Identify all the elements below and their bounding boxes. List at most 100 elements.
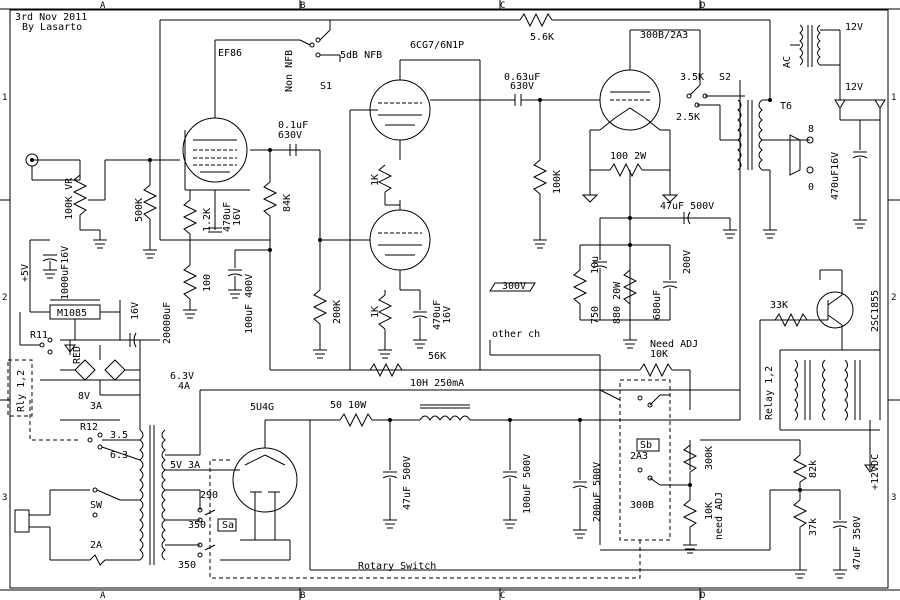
r-82k-label: 82k: [808, 460, 819, 478]
r-10k-adj-label: 10K: [704, 502, 715, 520]
c-coupling1-v-label: 630V: [278, 130, 302, 141]
r-1k-b-label: 1K: [370, 306, 381, 318]
c-47uf-500-label: 47uF 500V: [660, 201, 714, 212]
speaker-8-label: 8: [808, 124, 814, 135]
fuse-3a-label: 3A: [90, 401, 102, 412]
grid-right-3: 3: [891, 493, 896, 503]
v12-bottom-label: 12V: [845, 82, 863, 93]
led-label: RED: [72, 346, 83, 364]
r-880-label: 880 20W: [612, 281, 623, 324]
r11-label: R11: [30, 330, 48, 341]
rly12-label: Rly 1,2: [16, 370, 27, 412]
r-50-10w-label: 50 10W: [330, 400, 367, 411]
dc-300v-label: 300V: [502, 281, 526, 292]
grid-bottom-b: B: [300, 591, 305, 600]
grid-bottom-d: D: [700, 591, 705, 600]
need-adj2-label: need ADJ: [714, 492, 725, 540]
sw-label: SW: [90, 500, 103, 511]
s1-label: S1: [320, 81, 332, 92]
sb-300b-label: 300B: [630, 500, 654, 511]
plus5v-label: +5V: [20, 264, 31, 282]
grid-top-b: B: [300, 1, 305, 11]
tap-290-label: 290: [200, 490, 218, 501]
r-100-label: 100: [202, 274, 213, 292]
grid-right-1: 1: [891, 93, 896, 103]
c-100uf-400-label: 100uF 400V: [244, 274, 255, 334]
v6-3a-label: 6.3: [110, 450, 128, 461]
r-100-2w-label: 100 2W: [610, 151, 647, 162]
output-transformer-label: T6: [780, 101, 792, 112]
fuse-2a-label: 2A: [90, 540, 102, 551]
fuse-8v-label: 8V: [78, 391, 90, 402]
dc-300v-tag: [489, 282, 536, 292]
c-coupling2-label: 0.63uF: [504, 72, 540, 83]
header-author: By Lasarto: [22, 22, 82, 33]
other-channel-label: other ch: [492, 329, 540, 340]
tap-2-5k-label: 2.5K: [676, 112, 700, 123]
grid-top-a: A: [100, 1, 106, 11]
c-47uf-500b-label: 47uF 500V: [402, 456, 413, 510]
r-200k-label: 200K: [332, 300, 343, 324]
v12-top-label: 12V: [845, 22, 863, 33]
r-33k-label: 33K: [770, 300, 788, 311]
c-200uf-500-label: 200uF 500V: [592, 462, 603, 522]
sb-2a3-label: 2A3: [630, 451, 648, 462]
grid-top-d: D: [700, 1, 705, 11]
grid-top-c: C: [500, 1, 505, 11]
r-100k-grid-label: 100K: [552, 170, 563, 194]
sb-box: [636, 438, 660, 452]
c-coupling2-v-label: 630V: [510, 81, 534, 92]
r-1k2-label: 1.2K: [202, 208, 213, 232]
c-12v-label: 470uF16V: [830, 152, 841, 200]
rotary-switch-label: Rotary Switch: [358, 561, 436, 572]
r-10k-label: 10K: [650, 349, 668, 360]
tap-3-5k-label: 3.5K: [680, 72, 704, 83]
tube-300b-label: 300B/2A3: [640, 30, 688, 41]
c-470uf-a-label: 470uF: [222, 202, 233, 232]
c-47uf-350-label: 47uF 350V: [852, 516, 863, 570]
r12-label: R12: [80, 422, 98, 433]
v16-label: 16V: [130, 302, 141, 320]
c-470uf-b-v-label: 16V: [442, 306, 453, 324]
c-1000uf-label: 1000uF16V: [60, 246, 71, 300]
r-300k-label: 300K: [704, 446, 715, 470]
v3-5-label: 3.5: [110, 430, 128, 441]
header-date: 3rd Nov 2011: [15, 12, 87, 23]
grid-bottom-a: A: [100, 591, 106, 600]
dashed-links: [7, 359, 671, 579]
v-12vdc-label: +12VDC: [870, 454, 881, 490]
labels: EF86 6CG7/6N1P 300B/2A3 5U4G Non NFB 5dB…: [16, 22, 881, 572]
grid-left-1: 1: [2, 93, 7, 103]
grid-left-2: 2: [2, 293, 7, 303]
v6-3-4a-label-2: 4A: [178, 381, 190, 392]
r-56k-label: 56K: [428, 351, 446, 362]
r-750-label: 750: [590, 306, 601, 324]
ac-label: AC: [782, 56, 793, 68]
c-100uf-500-label: 100uF 500V: [522, 454, 533, 514]
r-37k-label: 37k: [808, 518, 819, 536]
grid-right-2: 2: [891, 293, 896, 303]
wiring: [14, 12, 886, 571]
c-680-label: 680uF: [652, 290, 663, 320]
transistor-label: 2SC1855: [870, 290, 881, 332]
c-coupling1-label: 0.1uF: [278, 120, 308, 131]
c-470uf-a-v-label: 16V: [232, 208, 243, 226]
sa-label: Sa: [222, 520, 234, 531]
regulator-label: M1085: [57, 308, 87, 319]
r-feedback-label: 5.6K: [530, 32, 554, 43]
ground-symbols: [43, 194, 867, 579]
sb-label: Sb: [640, 440, 652, 451]
tube-ef86-label: EF86: [218, 48, 242, 59]
grid-left-3: 3: [2, 493, 7, 503]
c-680-v-label: 200V: [682, 250, 693, 274]
r-1k-a-label: 1K: [370, 174, 381, 186]
c-10u-label: 10u: [590, 256, 601, 274]
r-84k-label: 84K: [282, 194, 293, 212]
speaker-0-label: 0: [808, 182, 814, 193]
c-470uf-b-label: 470uF: [432, 300, 443, 330]
v5-3a-label: 5V 3A: [170, 460, 200, 471]
tap-350a-label: 350: [188, 520, 206, 531]
nfb-switch-label: Non NFB: [284, 50, 295, 92]
